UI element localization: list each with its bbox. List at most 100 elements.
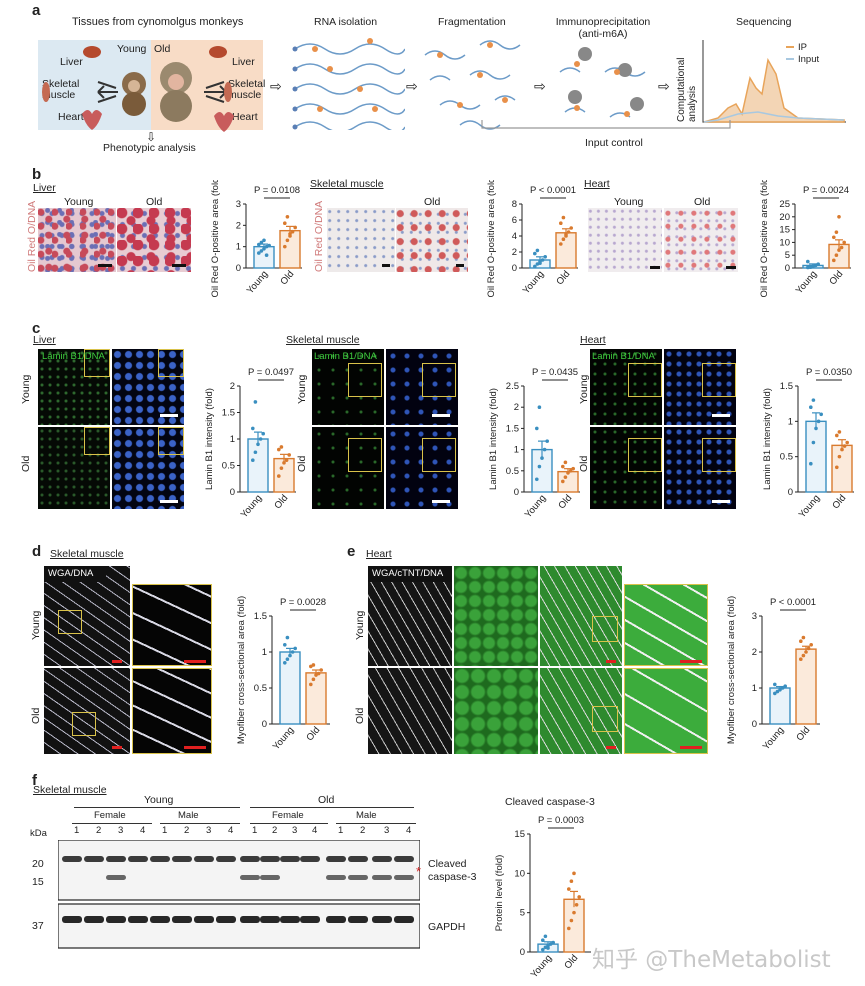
y-tick-label: 2 bbox=[512, 247, 517, 258]
f-chart-title: Cleaved caspase-3 bbox=[505, 796, 595, 808]
data-point bbox=[835, 433, 839, 438]
x-tick-label: Old bbox=[554, 269, 572, 287]
y-tick-label: 6 bbox=[512, 215, 517, 226]
data-point bbox=[571, 466, 575, 471]
c-inset-11 bbox=[628, 438, 662, 472]
y-axis-label: Myofiber cross-sectional area (fold) bbox=[726, 596, 737, 744]
p-value: P < 0.0001 bbox=[530, 185, 576, 196]
tissues-title: Tissues from cynomolgus monkeys bbox=[72, 16, 244, 28]
p-value: P < 0.0001 bbox=[770, 597, 816, 608]
c-inset-5 bbox=[348, 363, 382, 397]
b-heart-young-image bbox=[588, 208, 662, 272]
y-axis-label: Oil Red O-positive area (fold) bbox=[486, 180, 497, 298]
band-gapdh bbox=[84, 916, 104, 923]
arrow-right-icon-4: ⇨ bbox=[658, 78, 670, 94]
f-line-mo bbox=[336, 823, 416, 824]
band-cleaved bbox=[394, 875, 414, 880]
f-line-fy bbox=[72, 823, 152, 824]
computational-label: Computational analysis bbox=[676, 57, 698, 122]
b-scalebar-6 bbox=[726, 266, 736, 269]
c-inset-12 bbox=[702, 438, 736, 472]
legend-input: Input bbox=[798, 54, 820, 65]
y-axis-label: Lamin B1 intensity (fold) bbox=[762, 388, 773, 490]
data-point bbox=[285, 238, 290, 243]
b-liver-old: Old bbox=[146, 196, 163, 208]
bar-old bbox=[795, 648, 817, 725]
data-point bbox=[819, 412, 823, 417]
data-point bbox=[287, 453, 291, 457]
data-point bbox=[258, 437, 263, 441]
f-female-young: Female bbox=[94, 810, 126, 821]
band-gapdh bbox=[300, 916, 320, 923]
muscle-icon bbox=[42, 82, 50, 102]
d-young-zoom bbox=[132, 584, 212, 666]
b-scalebar-5 bbox=[650, 266, 660, 269]
f-band1-label: Cleaved caspase-3 bbox=[428, 858, 477, 883]
d-title: Skeletal muscle bbox=[50, 548, 124, 560]
data-point bbox=[837, 454, 842, 459]
data-point bbox=[845, 440, 849, 445]
bar-old bbox=[831, 444, 853, 493]
c-inset-4 bbox=[158, 427, 184, 455]
y-tick-label: 0 bbox=[752, 719, 757, 730]
data-point bbox=[799, 657, 803, 661]
p-value: P = 0.0435 bbox=[532, 367, 578, 378]
data-point bbox=[775, 689, 780, 694]
x-tick-label: Young bbox=[245, 269, 271, 296]
band-20kda bbox=[216, 856, 236, 862]
data-point bbox=[816, 419, 821, 424]
organ-muscle-right: Skeletal muscle bbox=[228, 78, 266, 101]
c-inset-10 bbox=[702, 363, 736, 397]
organ-liver-right: Liver bbox=[232, 56, 255, 68]
y-axis-label: Myofiber cross-sectional area (fold) bbox=[236, 596, 247, 744]
e-inset-old bbox=[592, 706, 618, 732]
data-point bbox=[546, 946, 550, 950]
c-liver-old-green bbox=[38, 427, 110, 509]
band-gapdh bbox=[326, 916, 346, 923]
band-20kda bbox=[62, 856, 82, 862]
data-point bbox=[778, 688, 782, 692]
b-muscle-title: Skeletal muscle bbox=[310, 178, 384, 190]
e-old-ctnt bbox=[454, 668, 538, 754]
c-stain-label-2: Lamin B1/DNA bbox=[314, 351, 377, 362]
c-young-row-3: Young bbox=[578, 374, 590, 404]
data-point bbox=[561, 464, 565, 469]
data-point bbox=[842, 444, 847, 448]
d-old-zoom bbox=[132, 668, 212, 754]
bar-old bbox=[563, 898, 585, 953]
e-stain-label-box bbox=[368, 566, 452, 582]
y-tick-label: 0 bbox=[512, 263, 517, 274]
band-20kda bbox=[326, 856, 346, 862]
panel-letter-d: d bbox=[32, 543, 42, 560]
f-title: Skeletal muscle bbox=[33, 784, 107, 796]
y-tick-label: 1 bbox=[514, 445, 519, 456]
data-point bbox=[285, 215, 290, 219]
data-point bbox=[283, 643, 287, 647]
lane-number: 4 bbox=[406, 825, 412, 836]
data-point bbox=[832, 235, 836, 240]
data-point bbox=[279, 466, 284, 470]
c-inset-2 bbox=[158, 349, 184, 377]
heart-icon bbox=[82, 110, 102, 130]
band-gapdh bbox=[280, 916, 300, 923]
e-scalebar-3 bbox=[606, 746, 616, 749]
data-point bbox=[257, 251, 261, 255]
bar-old bbox=[555, 232, 577, 269]
data-point bbox=[567, 887, 571, 891]
x-tick-label: Old bbox=[278, 269, 296, 287]
b-stain-label-1: Oil Red O/DNA bbox=[26, 200, 38, 272]
data-point bbox=[548, 942, 553, 946]
c-liver-old-merge bbox=[112, 427, 184, 509]
data-point bbox=[783, 684, 787, 688]
y-tick-label: 4 bbox=[512, 231, 517, 242]
y-tick-label: 10 bbox=[514, 868, 525, 879]
data-point bbox=[309, 682, 313, 687]
data-point bbox=[809, 461, 813, 466]
data-point bbox=[569, 879, 574, 883]
lane-number: 1 bbox=[74, 825, 80, 836]
e-scalebar-4 bbox=[680, 746, 702, 749]
data-point bbox=[283, 244, 287, 249]
